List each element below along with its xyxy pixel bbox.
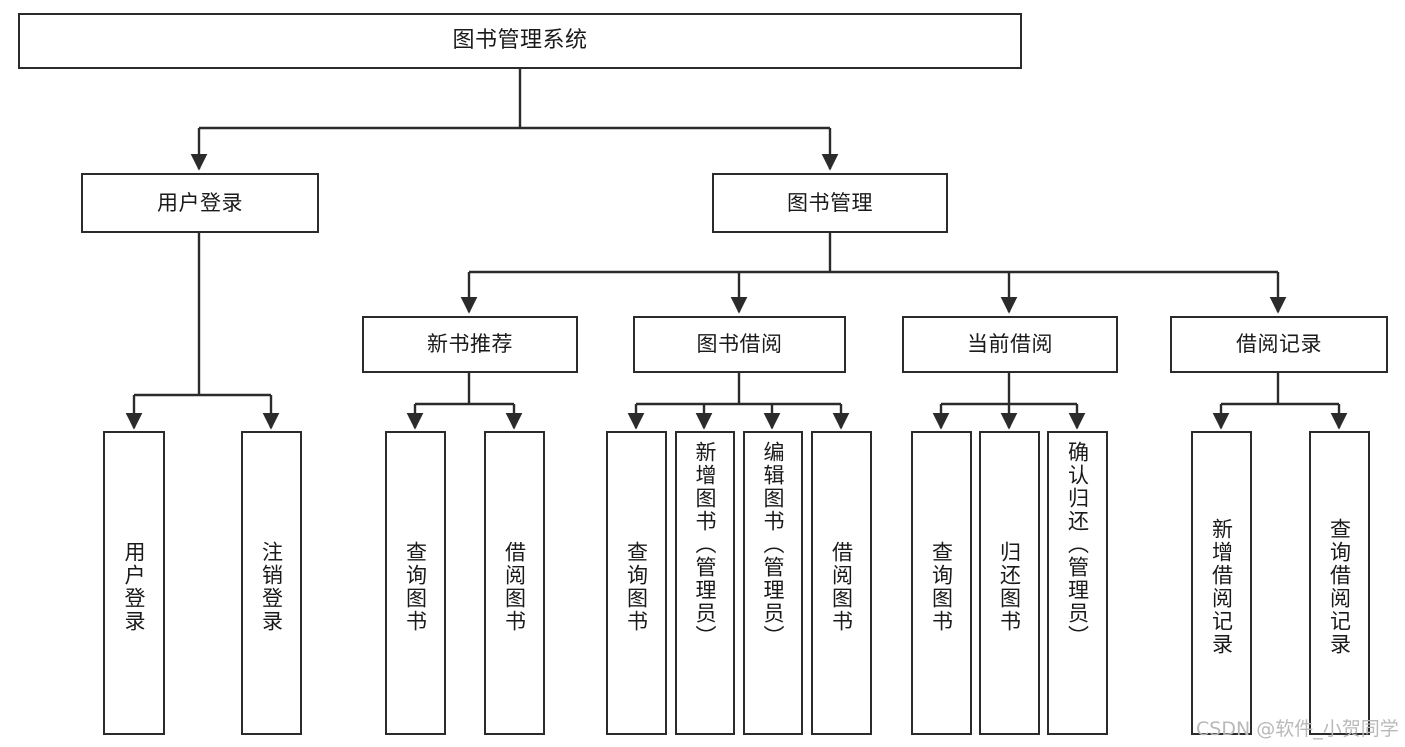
node-book-management[interactable]: 图书管理 [712, 173, 948, 233]
leaf-current-borrow-return[interactable]: 归还图书 [979, 431, 1040, 735]
node-root-book-management-system[interactable]: 图书管理系统 [18, 13, 1022, 69]
leaf-current-borrow-return-label: 归还图书 [997, 541, 1022, 633]
leaf-borrow-record-query[interactable]: 查询借阅记录 [1309, 431, 1370, 735]
leaf-current-borrow-confirm-label: 确认归还（管理员） [1065, 441, 1090, 648]
node-book-borrow-label: 图书借阅 [696, 332, 783, 357]
leaf-borrow-record-add-label: 新增借阅记录 [1209, 518, 1234, 656]
node-new-book-recommend[interactable]: 新书推荐 [362, 316, 578, 373]
leaf-current-borrow-query-label: 查询图书 [929, 541, 954, 633]
node-user-login[interactable]: 用户登录 [81, 173, 319, 233]
leaf-user-login-logout[interactable]: 注销登录 [241, 431, 302, 735]
node-new-book-recommend-label: 新书推荐 [427, 332, 513, 357]
node-current-borrow-label: 当前借阅 [967, 332, 1053, 357]
leaf-current-borrow-confirm[interactable]: 确认归还（管理员） [1047, 431, 1108, 735]
leaf-book-borrow-add[interactable]: 新增图书（管理员） [675, 431, 735, 735]
leaf-book-borrow-query-label: 查询图书 [624, 541, 649, 633]
leaf-user-login-login-label: 用户登录 [122, 541, 147, 633]
node-book-borrow[interactable]: 图书借阅 [633, 316, 846, 373]
node-root-label: 图书管理系统 [452, 28, 588, 54]
leaf-borrow-record-query-label: 查询借阅记录 [1327, 518, 1352, 656]
leaf-new-book-query-label: 查询图书 [403, 541, 428, 633]
node-borrow-record-label: 借阅记录 [1236, 332, 1322, 357]
node-user-login-label: 用户登录 [157, 190, 243, 215]
leaf-book-borrow-borrow-label: 借阅图书 [829, 541, 854, 633]
leaf-new-book-query[interactable]: 查询图书 [385, 431, 446, 735]
leaf-new-book-borrow[interactable]: 借阅图书 [484, 431, 545, 735]
leaf-book-borrow-edit-label: 编辑图书（管理员） [761, 441, 786, 648]
leaf-book-borrow-edit[interactable]: 编辑图书（管理员） [743, 431, 803, 735]
leaf-book-borrow-borrow[interactable]: 借阅图书 [811, 431, 872, 735]
node-borrow-record[interactable]: 借阅记录 [1170, 316, 1388, 373]
leaf-user-login-logout-label: 注销登录 [259, 541, 284, 633]
leaf-borrow-record-add[interactable]: 新增借阅记录 [1191, 431, 1252, 735]
node-book-management-label: 图书管理 [787, 190, 873, 215]
leaf-current-borrow-query[interactable]: 查询图书 [911, 431, 972, 735]
leaf-book-borrow-add-label: 新增图书（管理员） [693, 441, 718, 648]
leaf-book-borrow-query[interactable]: 查询图书 [606, 431, 667, 735]
node-current-borrow[interactable]: 当前借阅 [902, 316, 1118, 373]
leaf-new-book-borrow-label: 借阅图书 [502, 541, 527, 633]
leaf-user-login-login[interactable]: 用户登录 [103, 431, 165, 735]
